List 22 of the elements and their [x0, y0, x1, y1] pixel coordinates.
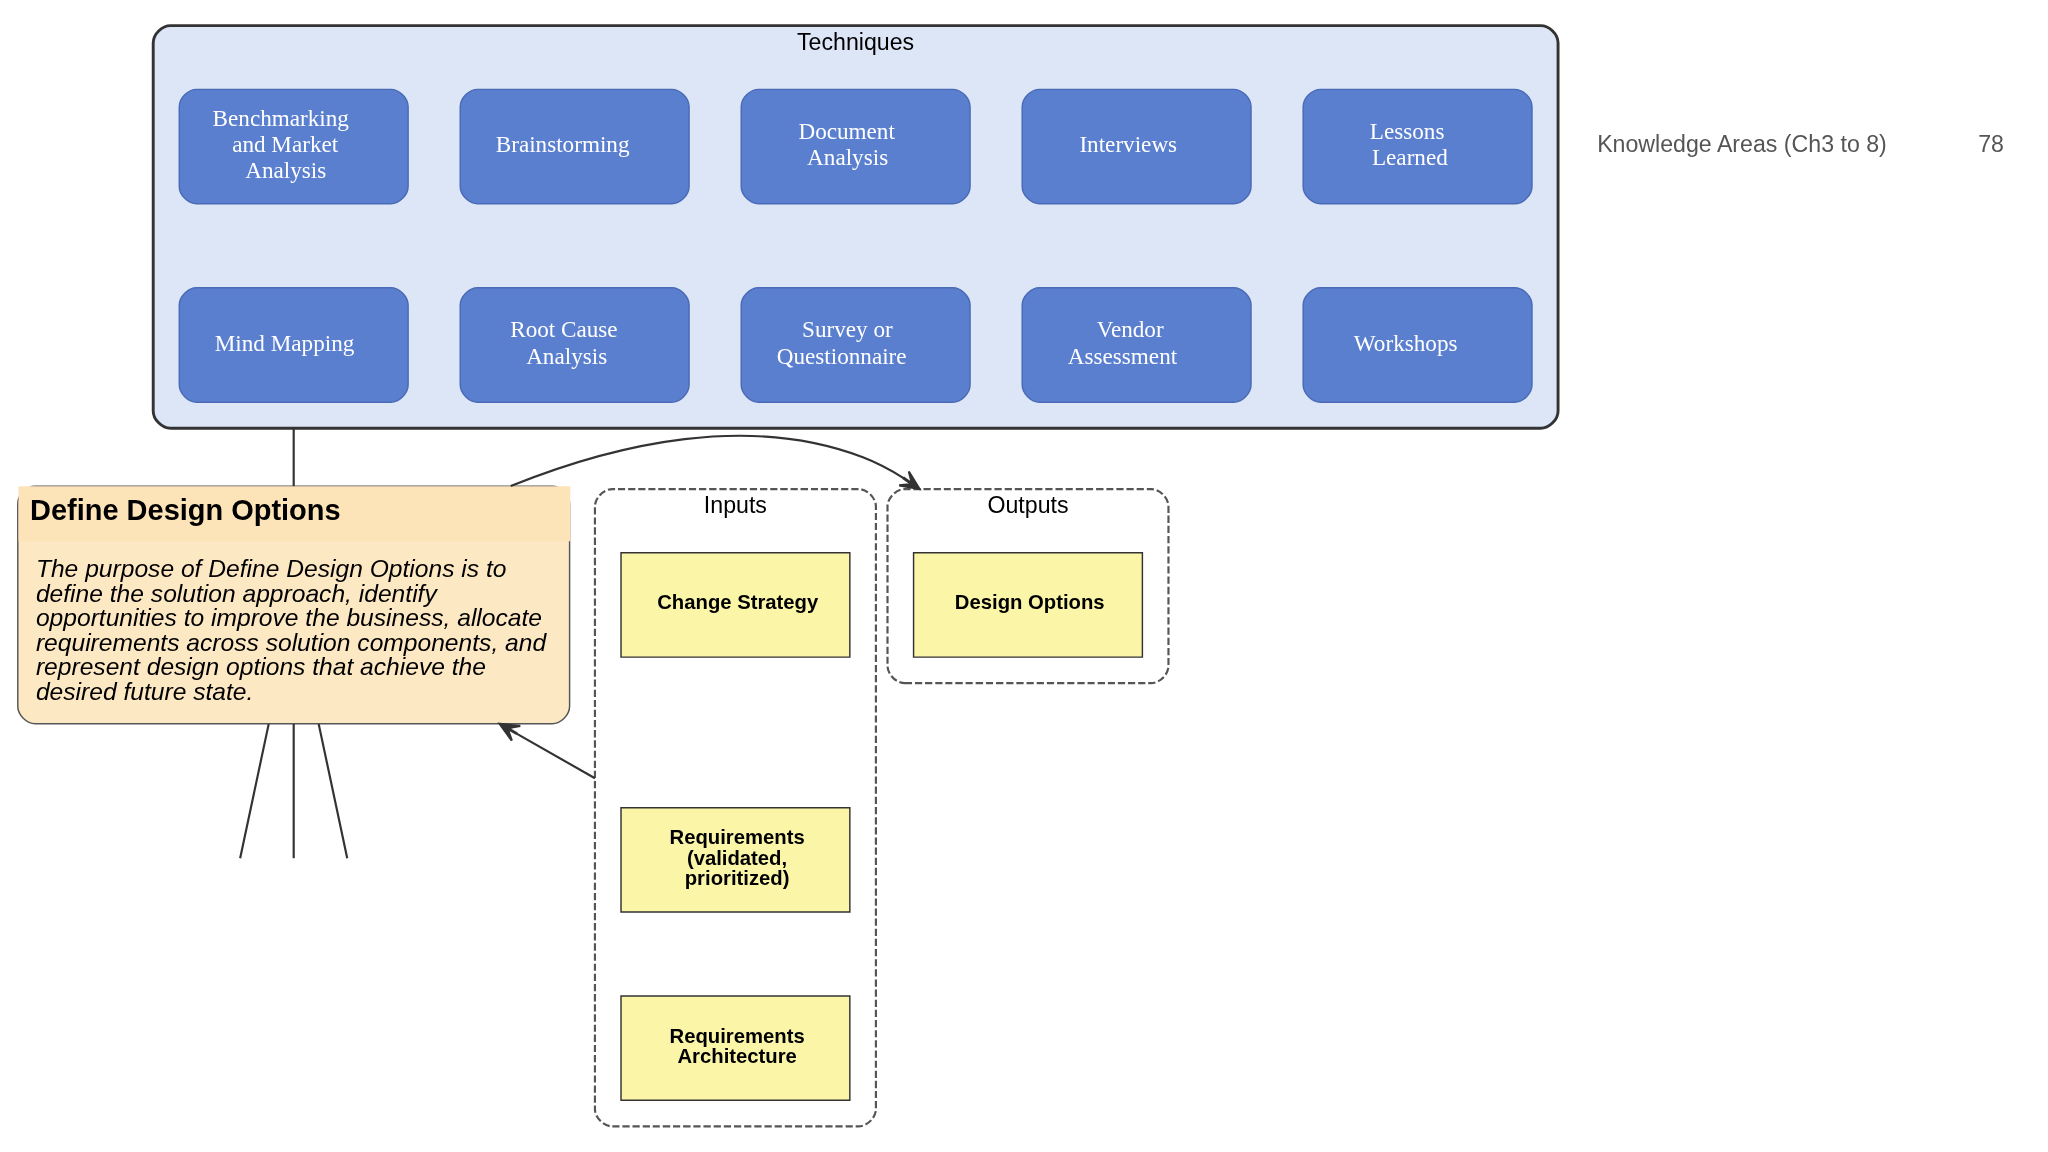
node-box: Brainstorming [459, 88, 690, 205]
node-box: Benchmarking and Market Analysis [178, 88, 409, 205]
node-box: Lessons Learned [1302, 88, 1533, 205]
node-box: Workshops [1302, 287, 1533, 403]
node-box: Requirements (validated, prioritized) [620, 807, 851, 913]
label: 78 [1978, 131, 2004, 158]
node-box: Design Options [912, 552, 1144, 658]
node-box: Change Strategy [620, 552, 851, 658]
connector [292, 428, 295, 487]
node-box: Interviews [1021, 88, 1252, 205]
node-box: Mind Mapping [178, 287, 409, 403]
arrow [498, 722, 596, 780]
node-box: Vendor Assessment [1021, 287, 1252, 403]
arrow [510, 434, 921, 491]
label: Knowledge Areas (Ch3 to 8) [1597, 131, 1887, 158]
node-box: Survey or Questionnaire [740, 287, 971, 403]
connector [292, 723, 295, 859]
node-box: Document Analysis [740, 88, 971, 205]
connector [239, 723, 270, 859]
node-box: Root Cause Analysis [459, 287, 690, 403]
connector [317, 723, 349, 859]
node-box: Requirements Architecture [620, 995, 851, 1101]
